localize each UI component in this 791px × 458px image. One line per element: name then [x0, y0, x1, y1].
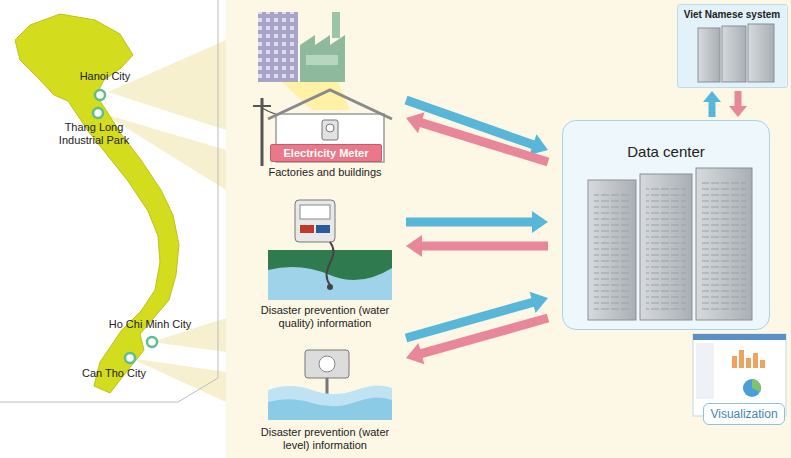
- office-building: [258, 12, 298, 82]
- factory-window: [306, 55, 338, 65]
- gauge-lens: [319, 356, 335, 372]
- water-quality-sensor: [295, 200, 335, 242]
- arrow-shaft: [419, 318, 548, 354]
- city-label: Thang Long Industrial Park: [52, 121, 136, 147]
- illustration-node: Electricity MeterFactories and buildings: [250, 4, 400, 194]
- server-vents: [594, 190, 630, 310]
- pie-chart: [743, 379, 761, 397]
- water-wave: [268, 385, 392, 420]
- data-flow-arrow: [406, 211, 548, 233]
- server-cabinet: [640, 174, 692, 320]
- arrow-shaft: [419, 122, 548, 162]
- city-label: Hanoi City: [70, 70, 140, 83]
- node-text: Viet Namese system: [678, 9, 787, 21]
- arrow-shaft: [420, 242, 548, 251]
- city-label: Ho Chi Minh City: [100, 318, 200, 331]
- sensor-button: [300, 225, 314, 233]
- data-flow-arrow: [703, 91, 721, 117]
- water-level-gauge: [305, 350, 349, 378]
- sensor-cable: [327, 242, 334, 285]
- house-roof: [268, 90, 392, 119]
- sensor-probe: [327, 284, 333, 290]
- data-flow-arrow: [406, 292, 548, 338]
- arrow-head: [532, 211, 548, 233]
- arrow-head: [729, 106, 747, 117]
- data-flow-arrow: [729, 91, 747, 117]
- city-dot: [93, 108, 103, 118]
- illustration-node: Disaster prevention (water quality) info…: [250, 196, 400, 332]
- chart-bar: [753, 353, 758, 368]
- city-dot: [95, 90, 105, 100]
- server-vents: [702, 178, 746, 310]
- city-dot: [125, 353, 135, 363]
- node-text: Data center: [563, 143, 769, 161]
- arrow-shaft: [406, 302, 535, 338]
- arrow-shaft: [735, 91, 742, 108]
- data-flow-arrow: [406, 235, 548, 257]
- chart-bar: [746, 358, 751, 368]
- dashboard-header: [693, 334, 786, 340]
- meter-device: [322, 120, 338, 140]
- node-text: Disaster prevention (water quality) info…: [250, 304, 400, 330]
- frame-line: [0, 0, 218, 402]
- meter-dial: [326, 124, 334, 132]
- panel-ground: [226, 0, 791, 458]
- chart-bar: [739, 350, 744, 368]
- data-flow-arrow: [406, 318, 548, 364]
- chart-bar: [732, 356, 737, 368]
- arrow-shaft: [406, 218, 534, 227]
- datacenter-box: Data center: [562, 120, 770, 330]
- arrow-head: [529, 134, 548, 155]
- server-cabinet: [588, 180, 636, 320]
- arrow-head: [530, 292, 548, 313]
- server-cabinet: [698, 28, 720, 82]
- chimney: [332, 12, 340, 38]
- node-text: Disaster prevention (water level) inform…: [250, 426, 400, 452]
- river-bank: [268, 250, 392, 300]
- system-ground: [678, 4, 786, 88]
- city-label: Can Tho City: [74, 367, 154, 380]
- server-vents: [646, 184, 686, 310]
- city-dot: [147, 337, 157, 347]
- illustration-node: Disaster prevention (water level) inform…: [250, 340, 400, 456]
- datacenter-ground: [562, 120, 770, 330]
- utility-pole: [253, 105, 271, 107]
- server-cabinet: [748, 24, 774, 82]
- arrow-head: [406, 235, 422, 257]
- city-ray: [130, 358, 226, 402]
- sensor-screen: [300, 205, 330, 219]
- arrow-head: [703, 91, 721, 102]
- pie-slice: [752, 379, 761, 392]
- vietnam-map: [15, 14, 179, 393]
- system-box: Viet Namese system: [677, 4, 788, 88]
- arrow-head: [406, 112, 425, 133]
- arrow-shaft: [709, 100, 716, 117]
- node-text: Factories and buildings: [250, 166, 400, 179]
- arrow-head: [406, 343, 424, 364]
- server-cabinet: [696, 168, 752, 320]
- node-text: Visualization: [704, 407, 784, 421]
- meter-tag: Electricity Meter: [270, 144, 382, 162]
- visualization-label: Visualization: [703, 403, 785, 425]
- server-cabinet: [722, 26, 746, 82]
- sensor-button: [316, 225, 330, 233]
- dashboard-sidebar: [696, 343, 714, 399]
- node-text: Electricity Meter: [271, 147, 381, 160]
- building-windows: [258, 12, 298, 82]
- chart-bar: [760, 360, 765, 368]
- water-wave: [268, 397, 392, 420]
- factory: [300, 35, 345, 82]
- data-flow-arrow: [406, 112, 548, 162]
